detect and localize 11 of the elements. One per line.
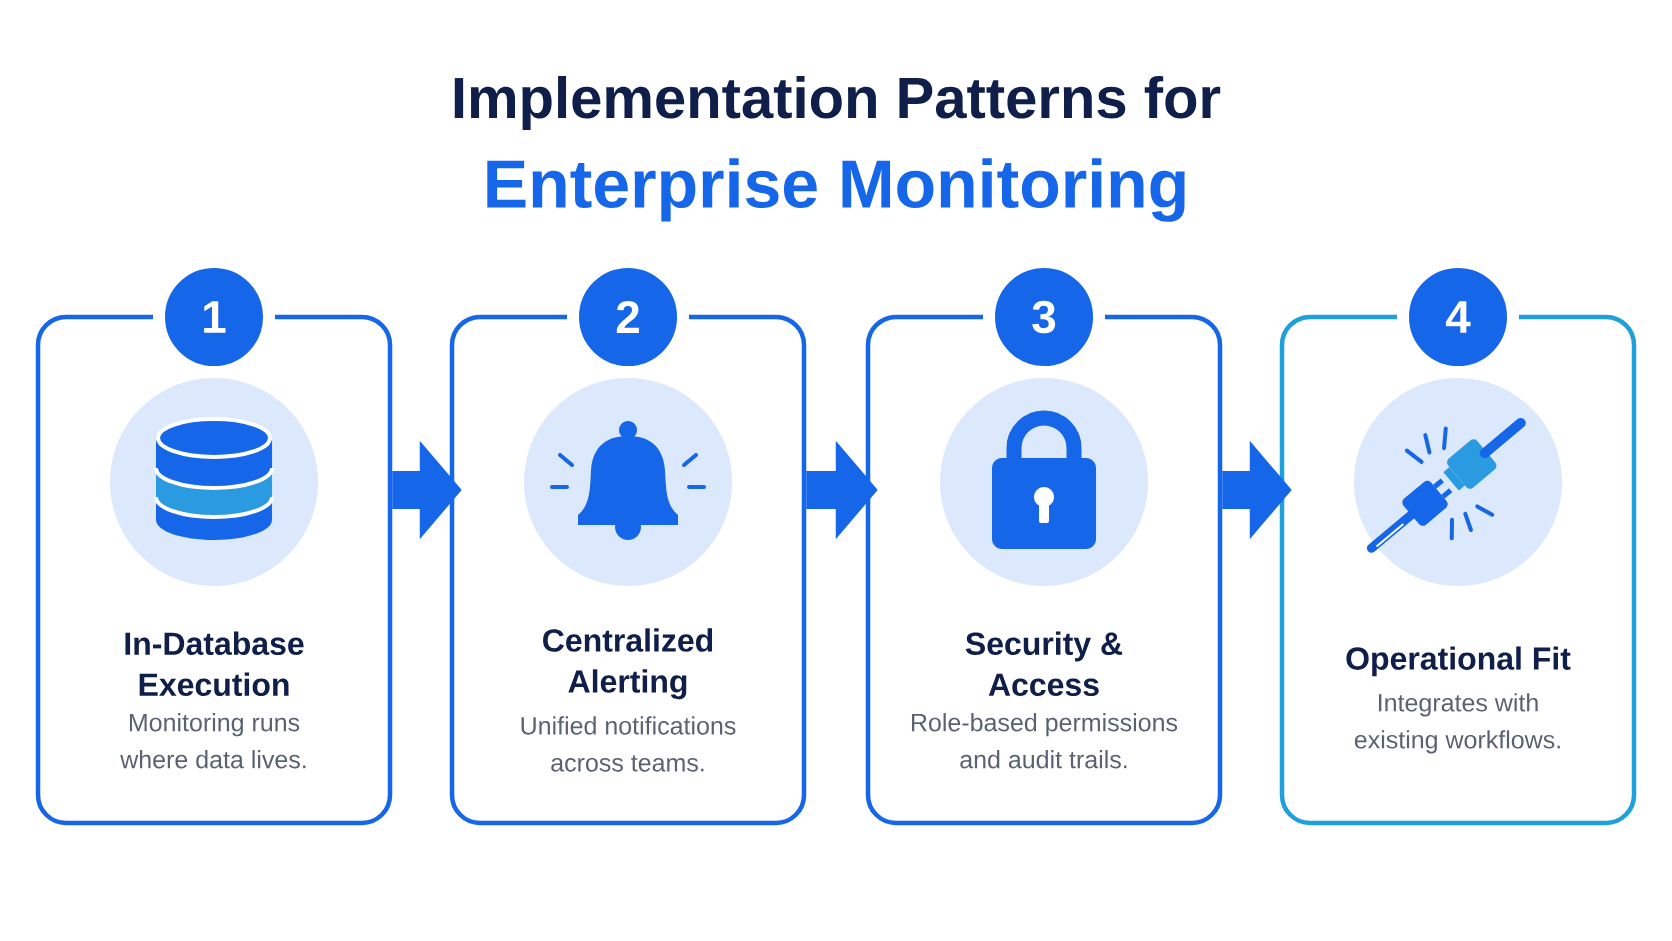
step-heading: Operational Fit (1346, 646, 1571, 677)
step-heading: In-Database Execution (125, 631, 304, 697)
title: Enterprise Monitoring (487, 158, 1185, 222)
title: Implementation Patterns for (454, 75, 1221, 130)
step-description: Monitoring runs where data lives. (120, 713, 306, 769)
step-number-badge: 4 (1397, 256, 1519, 378)
step-description: Unified notifications across teams. (521, 716, 736, 772)
step-description: Integrates with existing workflows. (1354, 693, 1560, 754)
step-heading: Security & Access (965, 631, 1123, 697)
step-heading: Centralized Alerting (543, 628, 713, 700)
step-description: Role-based permissions and audit trails. (912, 713, 1178, 769)
